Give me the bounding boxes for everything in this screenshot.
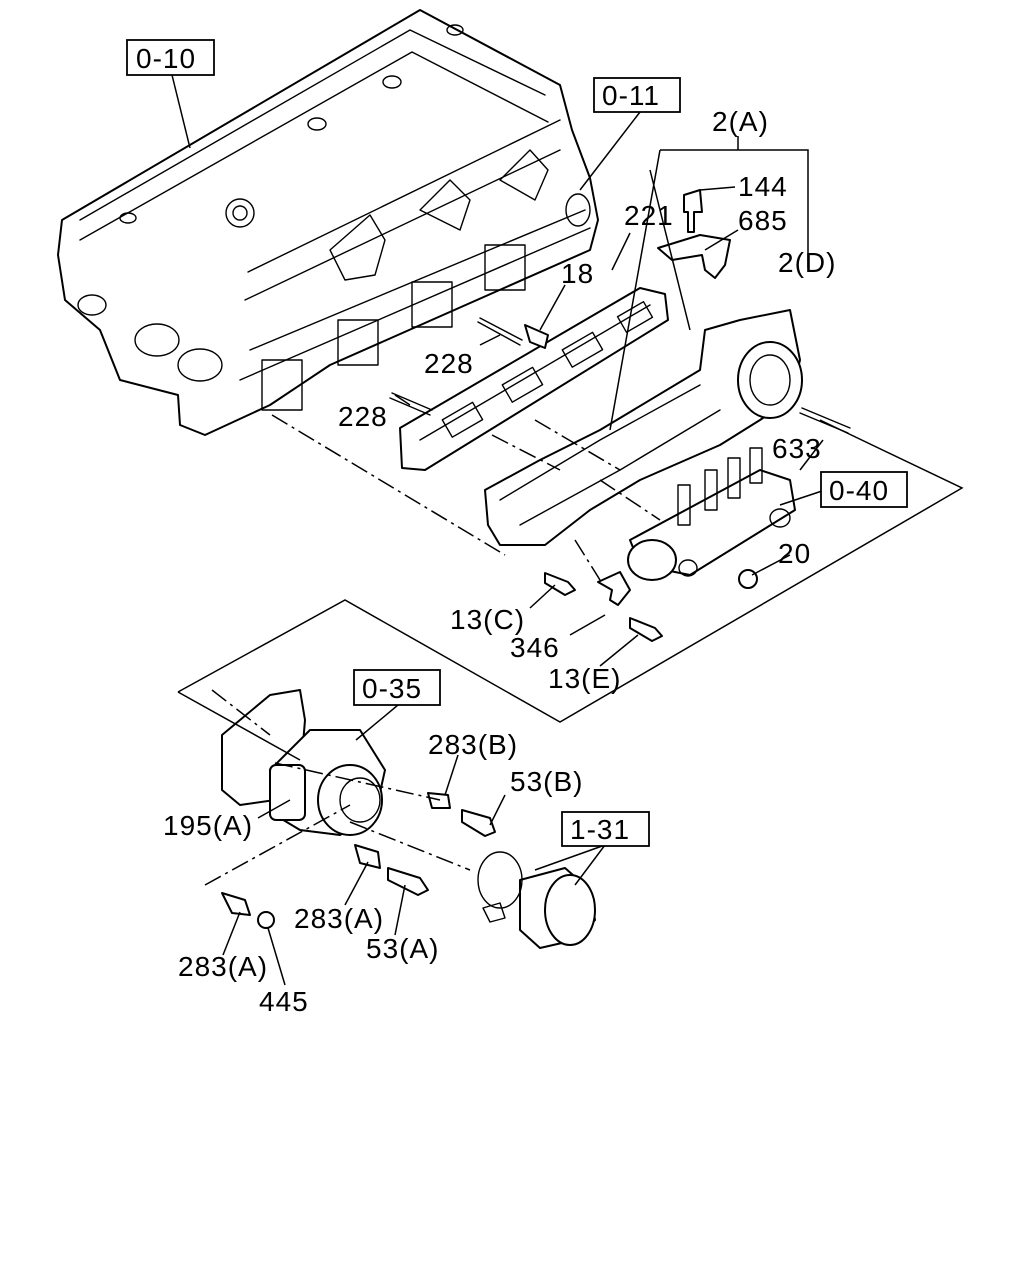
- intake-manifold: [484, 309, 803, 546]
- ref-0-10-text: 0-10: [136, 43, 196, 74]
- ref-box-0-10: 0-10: [126, 39, 215, 76]
- part-labels: 2(A) 144 221 685 2(D) 18 228 228 633 20 …: [163, 106, 836, 1017]
- label-228-upper: 228: [424, 348, 474, 379]
- label-685: 685: [738, 205, 788, 236]
- label-18: 18: [561, 258, 594, 289]
- ref-box-0-11: 0-11: [593, 77, 681, 113]
- label-283a-low: 283(A): [178, 951, 268, 982]
- label-2d: 2(D): [778, 247, 836, 278]
- cylinder-head: [57, 9, 599, 436]
- label-13c: 13(C): [450, 604, 525, 635]
- ref-1-31-text: 1-31: [570, 814, 630, 845]
- label-13e: 13(E): [548, 663, 621, 694]
- label-221: 221: [624, 200, 674, 231]
- label-346: 346: [510, 632, 560, 663]
- label-445: 445: [259, 986, 309, 1017]
- ref-0-40-text: 0-40: [829, 475, 889, 506]
- leader-lines: [171, 74, 964, 986]
- label-53a: 53(A): [366, 933, 439, 964]
- ref-box-1-31: 1-31: [561, 811, 650, 847]
- ref-0-11-text: 0-11: [602, 80, 660, 111]
- intake-manifold-gasket: [399, 287, 669, 471]
- alignment-dashed-lines: [204, 414, 661, 886]
- label-20: 20: [778, 538, 811, 569]
- throttle-body: [221, 689, 496, 929]
- label-633: 633: [772, 433, 822, 464]
- ref-box-0-40: 0-40: [820, 471, 908, 508]
- label-2a: 2(A): [712, 106, 769, 137]
- fasteners: [389, 189, 851, 642]
- label-144: 144: [738, 171, 788, 202]
- label-195a: 195(A): [163, 810, 253, 841]
- label-228-lower: 228: [338, 401, 388, 432]
- ref-box-0-35: 0-35: [353, 669, 441, 706]
- label-283a-mid: 283(A): [294, 903, 384, 934]
- hose-and-clamp: [477, 851, 596, 949]
- label-53b: 53(B): [510, 766, 583, 797]
- fuel-rail: [627, 447, 796, 581]
- ref-0-35-text: 0-35: [362, 673, 422, 704]
- label-283b: 283(B): [428, 729, 518, 760]
